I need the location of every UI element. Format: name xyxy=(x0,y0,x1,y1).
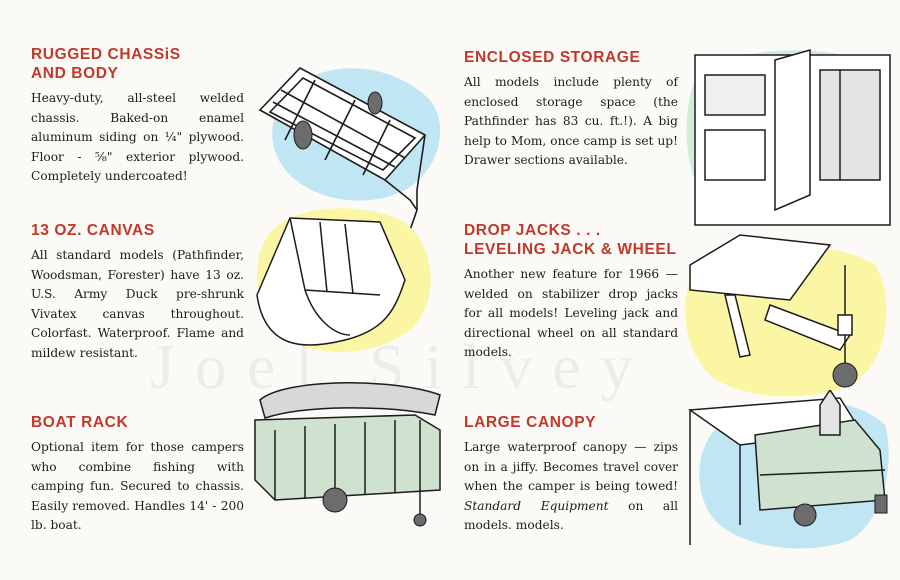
jacks-body: Another new feature for 1966 — welded on… xyxy=(464,267,678,359)
chassis-wheel-rear-icon xyxy=(367,91,383,115)
propane-tank-icon xyxy=(874,494,888,514)
canopy-section: LARGE CANOPY Large waterproof canopy — z… xyxy=(464,413,678,536)
jacks-heading-line1: DROP JACKS . . . xyxy=(464,222,601,239)
boat-rack-section: BOAT RACK Optional item for those camper… xyxy=(31,413,244,536)
chassis-body: Heavy-duty, all-steel welded chassis. Ba… xyxy=(31,91,244,183)
boat-rack-illustration xyxy=(254,382,441,527)
jacks-illustration xyxy=(685,234,887,397)
jacks-heading-line2: LEVELING JACK & WHEEL xyxy=(464,241,677,258)
storage-illustration xyxy=(686,49,891,226)
canvas-section: 13 OZ. CANVAS All standard models (Pathf… xyxy=(31,221,244,363)
canopy-wheel-icon xyxy=(793,503,817,527)
canvas-heading: 13 OZ. CANVAS xyxy=(31,222,155,239)
canvas-illustration xyxy=(256,208,431,352)
boat-icon xyxy=(259,382,441,419)
canopy-heading: LARGE CANOPY xyxy=(464,414,597,431)
jacks-heading: DROP JACKS . . . LEVELING JACK & WHEEL xyxy=(464,221,678,259)
chassis-wheel-icon xyxy=(293,120,313,150)
jacks-section: DROP JACKS . . . LEVELING JACK & WHEEL A… xyxy=(464,221,678,363)
storage-section: ENCLOSED STORAGE All models include plen… xyxy=(464,48,678,171)
chassis-section: RUGGED CHASSiS AND BODY Heavy-duty, all-… xyxy=(31,45,244,187)
canopy-body-tail: on all models. models. xyxy=(464,498,678,533)
boat-rack-body: Optional item for those campers who comb… xyxy=(31,440,244,532)
storage-body: All models include plenty of enclosed st… xyxy=(464,75,678,167)
canopy-body-emphasis: Standard Equipment xyxy=(464,498,609,513)
boat-rack-wheel-icon xyxy=(322,487,348,513)
boat-rack-heading: BOAT RACK xyxy=(31,414,129,431)
chassis-heading-line1: RUGGED CHASSiS xyxy=(31,46,181,63)
chassis-heading: RUGGED CHASSiS AND BODY xyxy=(31,45,244,83)
chassis-illustration xyxy=(258,67,441,231)
boat-rack-jack-wheel-icon xyxy=(413,513,427,527)
chassis-heading-line2: AND BODY xyxy=(31,65,119,82)
canopy-body-main: Large waterproof canopy — zips on in a j… xyxy=(464,440,678,493)
storage-heading: ENCLOSED STORAGE xyxy=(464,49,641,66)
directional-wheel-icon xyxy=(832,362,858,388)
canvas-body: All standard models (Pathfinder, Woodsma… xyxy=(31,248,244,360)
canopy-body: Large waterproof canopy — zips on in a j… xyxy=(464,438,678,536)
canopy-illustration xyxy=(687,390,889,549)
